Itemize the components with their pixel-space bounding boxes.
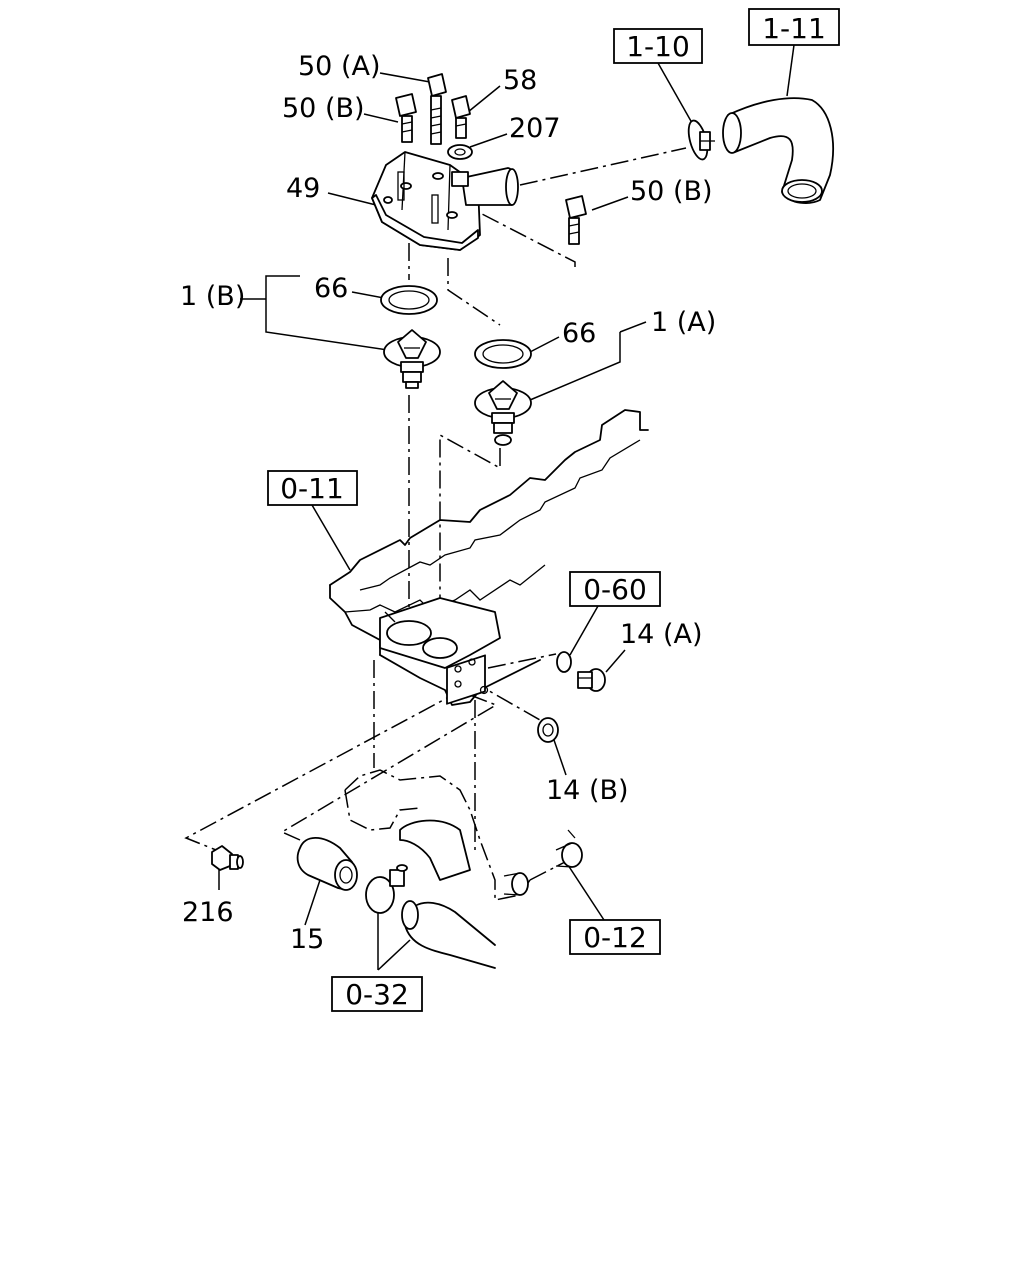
plug-14a [577,668,606,692]
label-14b: 14 (B) [546,775,629,806]
label-216: 216 [182,897,234,928]
fitting-216 [211,845,244,871]
engine-block-outline [329,409,649,901]
ref-box-0-12[interactable]: 0-12 [569,919,661,955]
thermostat-1b [383,329,441,389]
washer-207 [447,144,473,160]
bypass-hose-15 [296,836,358,891]
label-58: 58 [503,65,537,96]
label-15: 15 [290,924,324,955]
water-pipe-0-32 [401,900,496,969]
label-50a: 50 (A) [298,51,380,82]
ref-box-0-60[interactable]: 0-60 [569,571,661,607]
bolt-50b-right [565,195,587,245]
ref-0-32-text: 0-32 [345,978,409,1011]
gasket-66-right [474,339,532,369]
label-50b-right: 50 (B) [630,176,713,207]
label-1b: 1 (B) [180,281,245,312]
ref-box-0-32[interactable]: 0-32 [331,976,423,1012]
label-66-right: 66 [562,318,596,349]
label-207: 207 [509,113,561,144]
bolt-58 [451,95,471,139]
thermostat-1a [474,380,532,446]
label-49: 49 [286,173,320,204]
radiator-hose-1-11 [722,97,834,204]
bolt-50b-left [395,93,417,143]
label-1a: 1 (A) [651,307,716,338]
ref-box-1-10[interactable]: 1-10 [613,28,703,64]
gasket-0-60 [556,651,572,673]
ref-1-10-text: 1-10 [626,30,690,63]
gasket-66-left [380,285,438,315]
hose-clamp-0-32 [365,864,408,914]
bolt-50a [427,73,447,145]
label-50b-left: 50 (B) [282,93,365,124]
plug-14b [537,717,559,743]
label-14a: 14 (A) [620,619,702,650]
ref-box-0-11[interactable]: 0-11 [267,470,358,506]
assembly-lines [184,147,687,881]
hose-clamp-1-10 [687,119,715,161]
ref-box-1-11[interactable]: 1-11 [748,8,840,46]
ref-0-11-text: 0-11 [280,472,344,505]
ref-0-60-text: 0-60 [583,573,647,606]
ref-0-12-text: 0-12 [583,921,647,954]
label-66-left: 66 [314,273,348,304]
ref-1-11-text: 1-11 [762,12,826,45]
thermostat-housing [371,151,519,251]
